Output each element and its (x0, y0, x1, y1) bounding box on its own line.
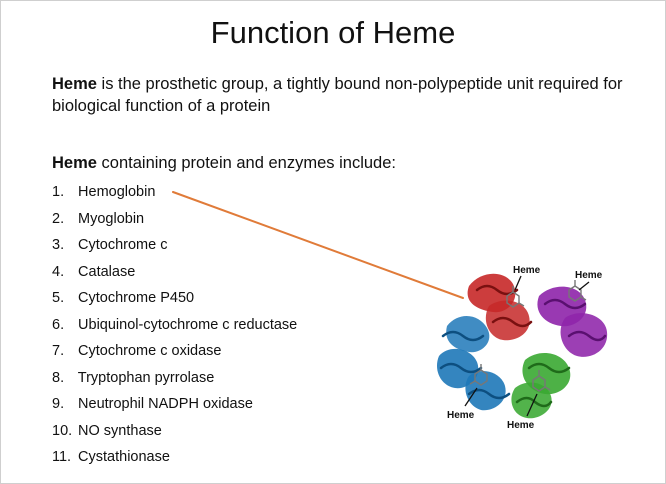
list-item-label: Myoglobin (78, 210, 145, 227)
list-item-number: 7. (52, 343, 65, 359)
list-item-label: NO synthase (78, 422, 162, 439)
heme-label-pointers (464, 275, 590, 417)
list-item-number: 10. (52, 422, 73, 439)
list-item-number: 9. (52, 396, 65, 412)
heme-label-bottom-right: Heme (507, 420, 535, 431)
list-item-label: Tryptophan pyrrolase (77, 369, 215, 386)
list-item: 4. Catalase (52, 259, 297, 286)
list-item: 10. NO synthase (52, 418, 297, 445)
list-item-number: 4. (52, 263, 65, 280)
list-heading-heme-term: Heme (52, 154, 97, 172)
list-item-number: 2. (52, 210, 65, 227)
list-heading-text: containing protein and enzymes include: (96, 154, 396, 172)
heme-protein-list: 1. Hemoglobin 2. Myoglobin 3. Cytochrome… (52, 179, 297, 471)
list-item-label: Hemoglobin (78, 184, 156, 200)
intro-heme-term: Heme (52, 75, 97, 93)
list-item-number: 5. (52, 290, 65, 306)
intro-paragraph: Heme is the prosthetic group, a tightly … (52, 73, 632, 117)
list-item: 8. Tryptophan pyrrolase (52, 365, 297, 392)
list-item-label: Cytochrome c oxidase (78, 343, 222, 359)
heme-groups (469, 280, 587, 392)
list-heading: Heme containing protein and enzymes incl… (52, 152, 396, 174)
list-item-label: Catalase (78, 263, 136, 280)
list-item-label: Ubiquinol-cytochrome c reductase (78, 316, 298, 333)
list-item-label: Neutrophil NADPH oxidase (78, 396, 253, 412)
blue-subunit (436, 316, 511, 411)
list-item: 5. Cytochrome P450 (52, 285, 297, 312)
heme-label-bottom-left: Heme (447, 410, 475, 421)
heme-label-top-left: Heme (513, 265, 541, 276)
list-item: 7. Cytochrome c oxidase (52, 338, 297, 365)
list-item-number: 6. (52, 316, 65, 333)
list-item-number: 3. (52, 237, 65, 253)
list-item: 11. Cystathionase (52, 444, 297, 471)
list-item: 1. Hemoglobin (52, 179, 297, 206)
slide-title: Function of Heme (210, 15, 456, 50)
red-subunit (467, 273, 533, 341)
intro-text: is the prosthetic group, a tightly bound… (52, 75, 623, 115)
list-item: 3. Cytochrome c (52, 232, 297, 259)
list-item: 6. Ubiquinol-cytochrome c reductase (52, 312, 297, 339)
hemoglobin-structure-image: Heme Heme Heme Heme (436, 265, 608, 431)
list-item: 9. Neutrophil NADPH oxidase (52, 391, 297, 418)
list-item-number: 8. (52, 369, 65, 386)
purple-subunit (537, 286, 608, 357)
list-item-number: 1. (52, 184, 65, 200)
list-item-label: Cytochrome c (78, 237, 168, 253)
green-subunit (511, 353, 571, 419)
list-item-number: 11. (52, 449, 72, 465)
list-item-label: Cytochrome P450 (78, 290, 195, 306)
list-item-label: Cystathionase (78, 449, 170, 465)
heme-label-top-right: Heme (575, 270, 603, 281)
list-item: 2. Myoglobin (52, 206, 297, 233)
